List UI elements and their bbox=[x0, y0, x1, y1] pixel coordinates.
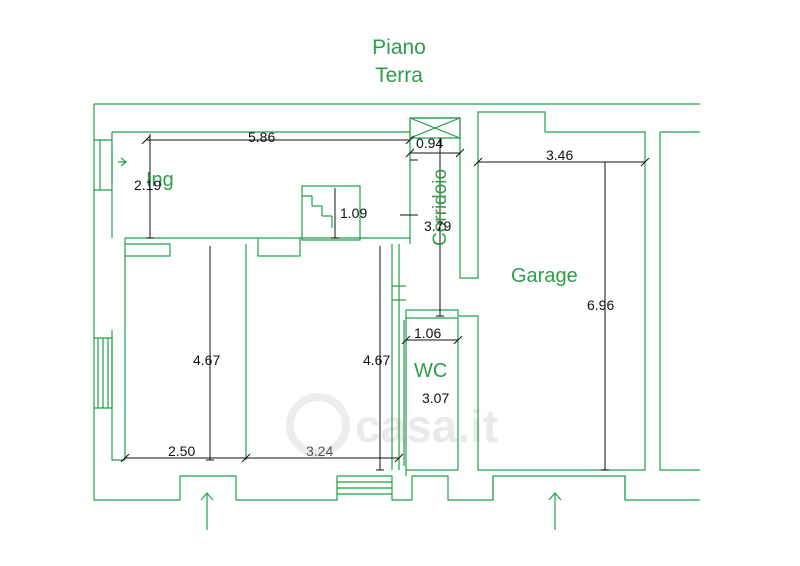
watermark: casa.it bbox=[286, 393, 498, 457]
title-line2: Terra bbox=[375, 64, 423, 87]
dim-label-379: 3.79 bbox=[424, 218, 451, 234]
watermark-logo-icon bbox=[286, 393, 350, 457]
entry-arrow-icon bbox=[200, 492, 214, 530]
watermark-text: casa.it bbox=[355, 400, 498, 452]
dimension-lines bbox=[120, 134, 650, 471]
dim-label-324: 3.24 bbox=[306, 443, 333, 459]
dim-label-109: 1.09 bbox=[340, 205, 367, 221]
dim-label-346: 3.46 bbox=[546, 147, 573, 163]
entrance-door bbox=[94, 139, 113, 191]
dim-ticks bbox=[120, 135, 650, 471]
corridor-hatch bbox=[409, 117, 461, 139]
dim-label-250: 2.50 bbox=[168, 443, 195, 459]
dim-label-219: 2.19 bbox=[134, 177, 161, 193]
dim-label-094: 0.94 bbox=[416, 135, 443, 151]
dim-label-586: 5.86 bbox=[248, 129, 275, 145]
inner-outline bbox=[111, 118, 411, 470]
interior-details bbox=[125, 238, 626, 500]
entry-arrows bbox=[118, 157, 562, 530]
left-window bbox=[94, 337, 113, 409]
room-label-wc: WC bbox=[414, 360, 447, 382]
door-arrow-icon bbox=[118, 157, 127, 167]
corridor-walls bbox=[405, 111, 646, 476]
dim-label-467-mid: 4.67 bbox=[363, 352, 390, 368]
dim-label-696: 6.96 bbox=[587, 297, 614, 313]
walls bbox=[93, 103, 700, 501]
garage-entry-arrow-icon bbox=[548, 492, 562, 530]
room-label-corridoio: Corridoio bbox=[430, 169, 451, 246]
stairs bbox=[301, 185, 361, 241]
dim-label-467-left: 4.67 bbox=[193, 352, 220, 368]
garage-right-wall bbox=[659, 131, 700, 471]
dim-label-106: 1.06 bbox=[414, 325, 441, 341]
wc-walls bbox=[403, 317, 459, 471]
room-label-ingresso: Ing bbox=[146, 169, 174, 191]
room-label-garage: Garage bbox=[511, 265, 578, 287]
dim-label-307: 3.07 bbox=[422, 390, 449, 406]
title-line1: Piano bbox=[372, 36, 426, 59]
